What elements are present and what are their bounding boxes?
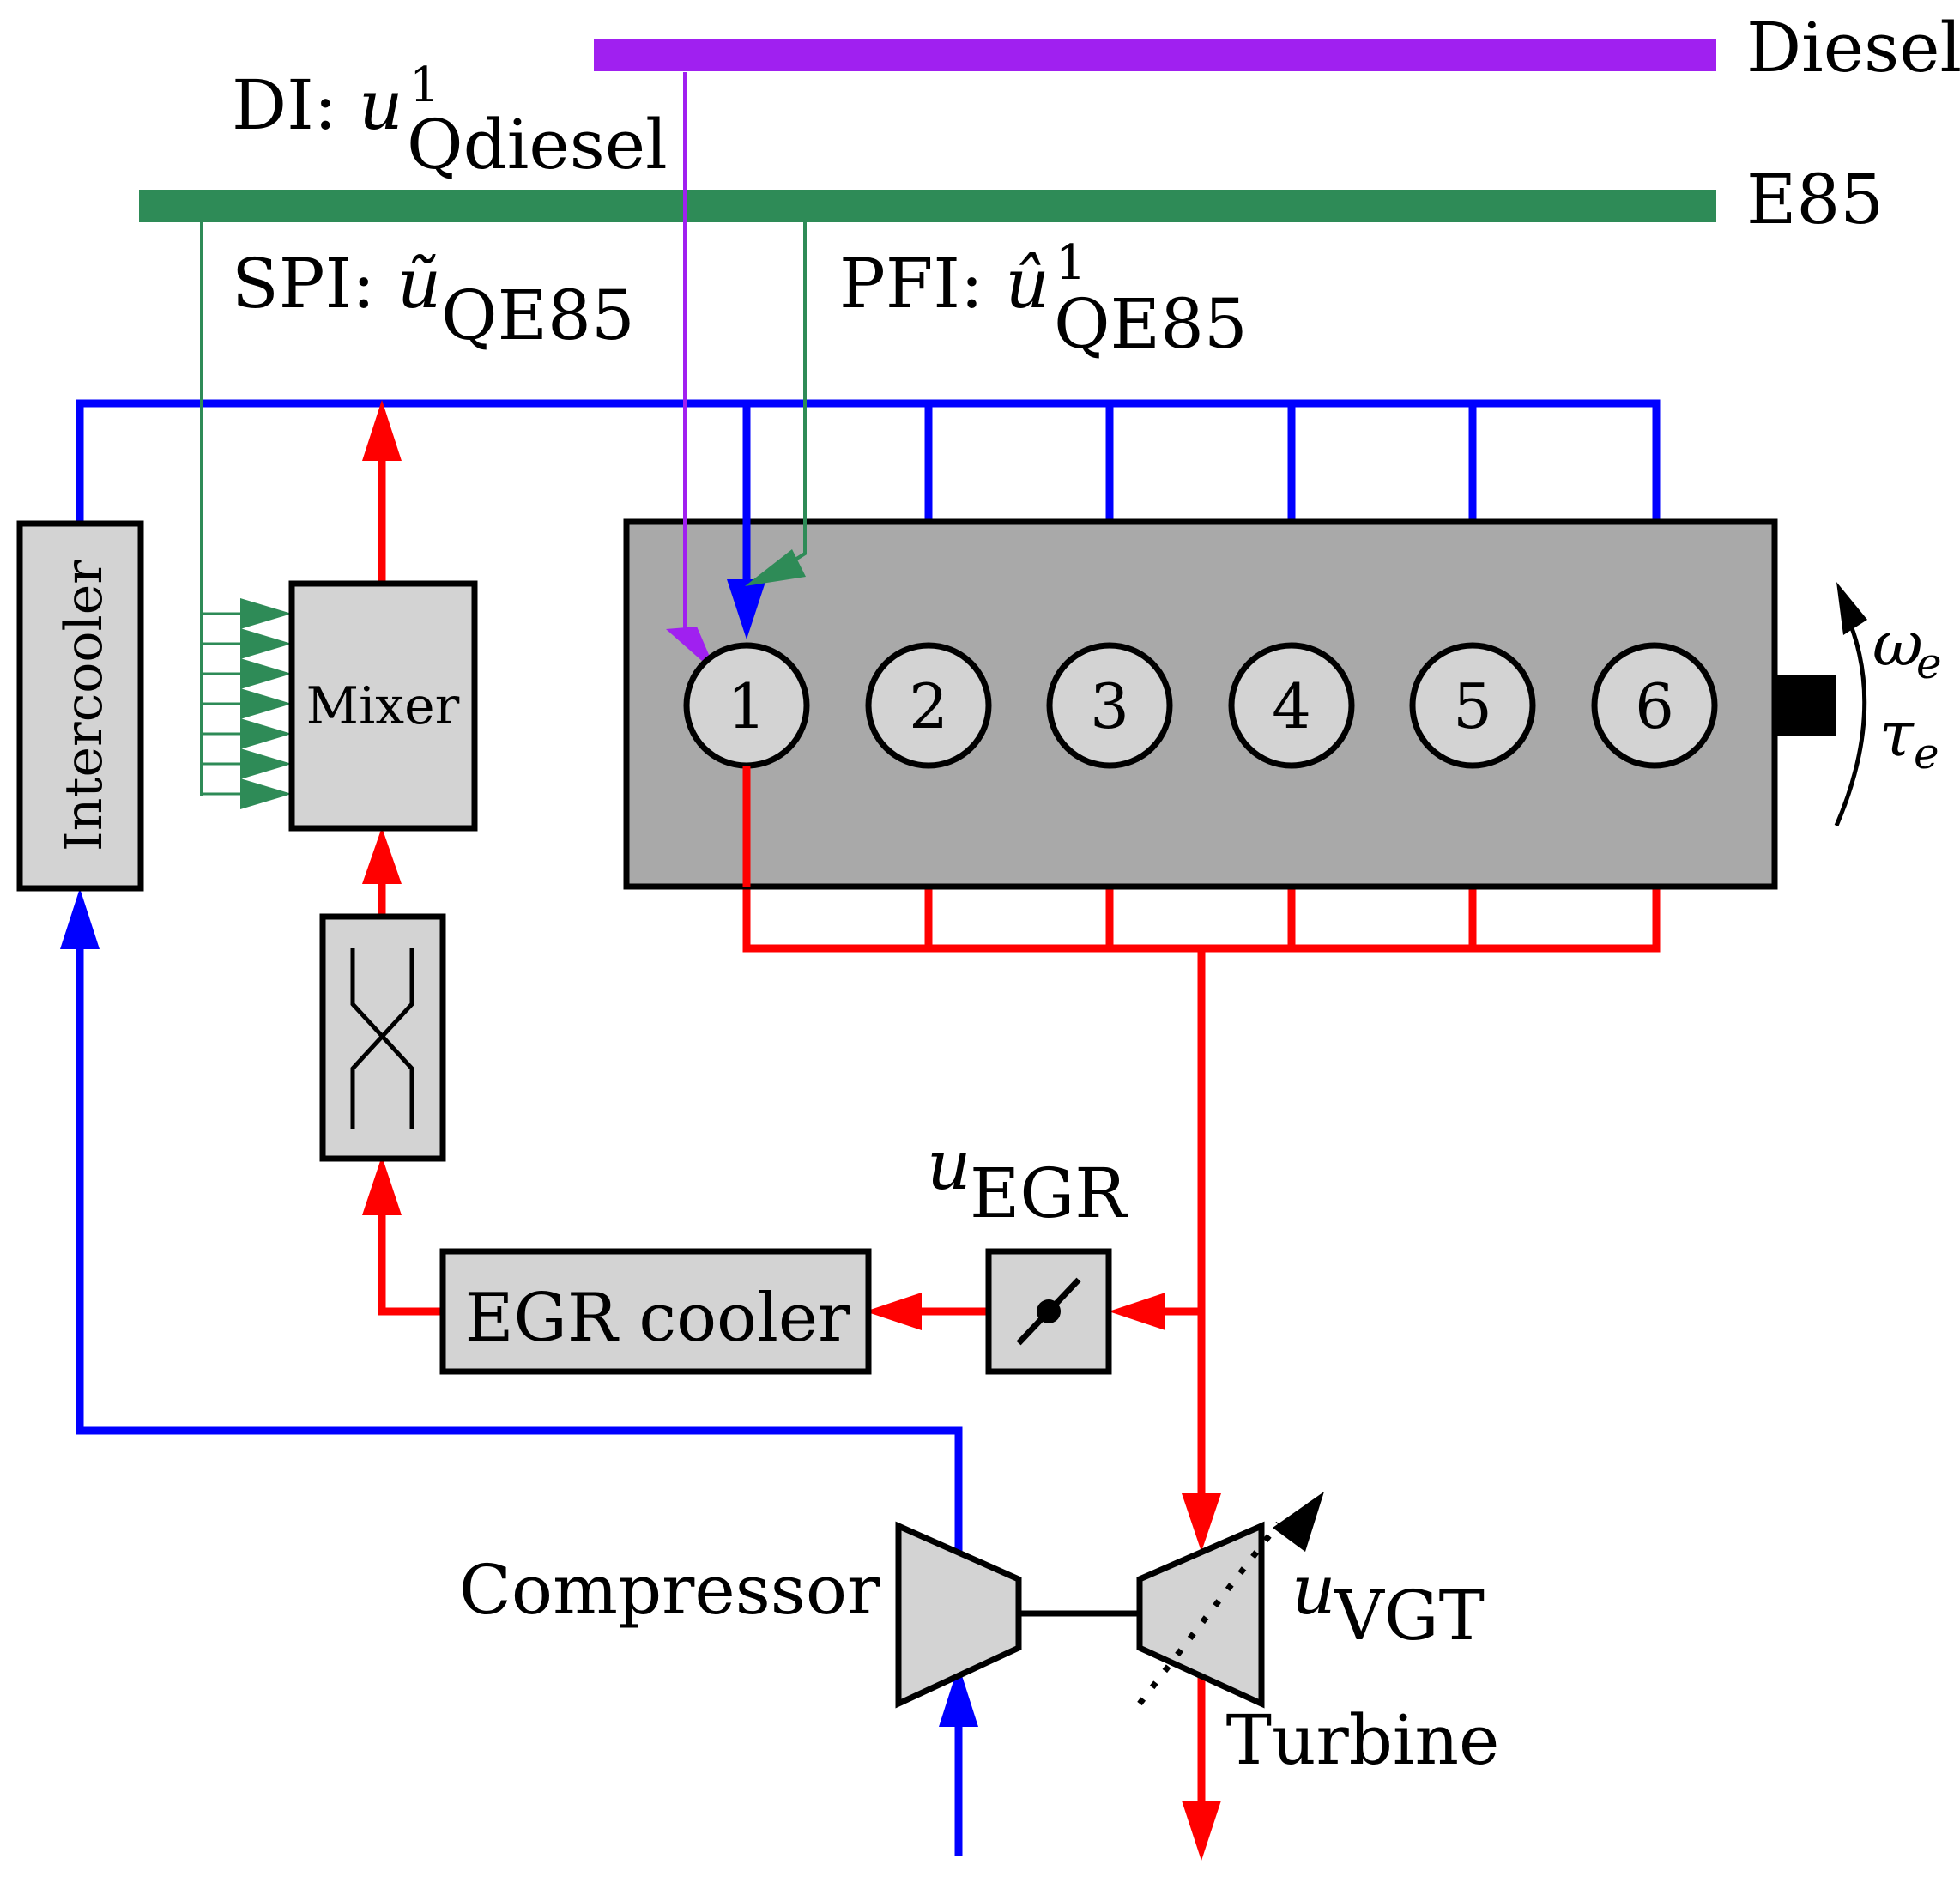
cylinder-5-label: 5 <box>1453 670 1492 742</box>
compressor-inlet-arrowhead <box>939 1665 978 1727</box>
egr-valve-pivot <box>1037 1299 1061 1323</box>
engine-block <box>623 518 1778 890</box>
pfi-label: PFI: û <box>839 244 1050 324</box>
cylinder-1: 1 <box>683 642 810 769</box>
cylinder-3-label: 3 <box>1090 670 1129 742</box>
e85-label: E85 <box>1746 160 1884 239</box>
compressor-outlet-line <box>76 934 963 1553</box>
egr-control-sub: EGR <box>970 1153 1128 1233</box>
rotation-arrow <box>1834 609 1867 826</box>
crankshaft-output <box>1775 675 1836 736</box>
mixer-inlet-arrowhead <box>362 827 402 884</box>
turbine-label: Turbine <box>1226 1700 1500 1780</box>
intercooler-label: Intercooler <box>54 560 114 851</box>
spi-injector-arrowheads <box>240 598 292 809</box>
compressor <box>895 1521 1022 1709</box>
vgt-actuator-line <box>1137 1521 1281 1706</box>
rotation-arrowhead <box>1836 582 1867 635</box>
diesel-label: Diesel <box>1746 8 1960 88</box>
intercooler-inlet-arrowhead <box>60 888 100 949</box>
compressor-label: Compressor <box>459 1550 880 1630</box>
spi-label: SPI: ũ <box>232 244 441 324</box>
mixer <box>288 580 478 832</box>
cylinder-2-label: 2 <box>909 670 948 742</box>
spi-label-var: ũ <box>397 244 442 324</box>
turbine <box>1136 1521 1265 1709</box>
egr-cooler-outlet-line <box>378 1202 443 1316</box>
di-label-prefix: DI: <box>232 65 359 145</box>
cylinder-2: 2 <box>865 642 992 769</box>
throttle-symbol <box>350 948 414 1129</box>
pfi-label-sub: QE85 <box>1054 284 1248 364</box>
cylinder-1-label: 1 <box>727 670 766 742</box>
egr-cooler-inlet-arrowhead <box>865 1293 922 1330</box>
egr-control-var: u <box>927 1125 971 1205</box>
omega-sub: e <box>1916 639 1942 688</box>
pfi-label-prefix: PFI: <box>839 244 1005 324</box>
intercooler <box>16 520 144 892</box>
pfi-arrowhead <box>745 549 806 586</box>
omega-var: ω <box>1872 608 1923 680</box>
di-label-sup: 1 <box>409 58 440 113</box>
cylinder-5: 5 <box>1409 642 1536 769</box>
intake-runner-1-arrowhead <box>727 579 766 639</box>
cylinder-4: 4 <box>1228 642 1355 769</box>
throttle-inlet-arrowhead <box>362 1156 402 1215</box>
spi-injector-lines <box>202 612 245 796</box>
cylinder-3: 3 <box>1046 642 1173 769</box>
vgt-actuator-arrowhead <box>1273 1492 1324 1552</box>
di-label-sub: Qdiesel <box>407 105 668 185</box>
vgt-control-var: u <box>1292 1550 1336 1630</box>
intake-manifold-line <box>76 399 1661 524</box>
turbine-inlet-arrowhead <box>1182 1493 1221 1552</box>
cylinder-4-label: 4 <box>1272 670 1311 742</box>
cylinder-6: 6 <box>1591 642 1718 769</box>
di-label-var: u <box>359 65 403 145</box>
egr-cooler-label: EGR cooler <box>465 1280 850 1357</box>
turbine-outlet-arrowhead <box>1182 1801 1221 1861</box>
spi-label-sub: QE85 <box>441 275 635 355</box>
egr-valve-inlet-arrowhead <box>1109 1293 1165 1330</box>
tau-sub: e <box>1914 729 1939 778</box>
intake-inlet-arrowhead <box>362 400 402 461</box>
pfi-label-sup: 1 <box>1056 235 1086 291</box>
pfi-label-var: û <box>1005 244 1050 324</box>
tau-var: τ <box>1879 698 1915 770</box>
cylinder-6-label: 6 <box>1635 670 1674 742</box>
di-label: DI: u <box>232 65 403 145</box>
egr-cooler <box>439 1248 872 1375</box>
mixer-label: Mixer <box>306 676 460 736</box>
spi-label-prefix: SPI: <box>232 244 397 324</box>
vgt-control-sub: VGT <box>1334 1576 1485 1656</box>
